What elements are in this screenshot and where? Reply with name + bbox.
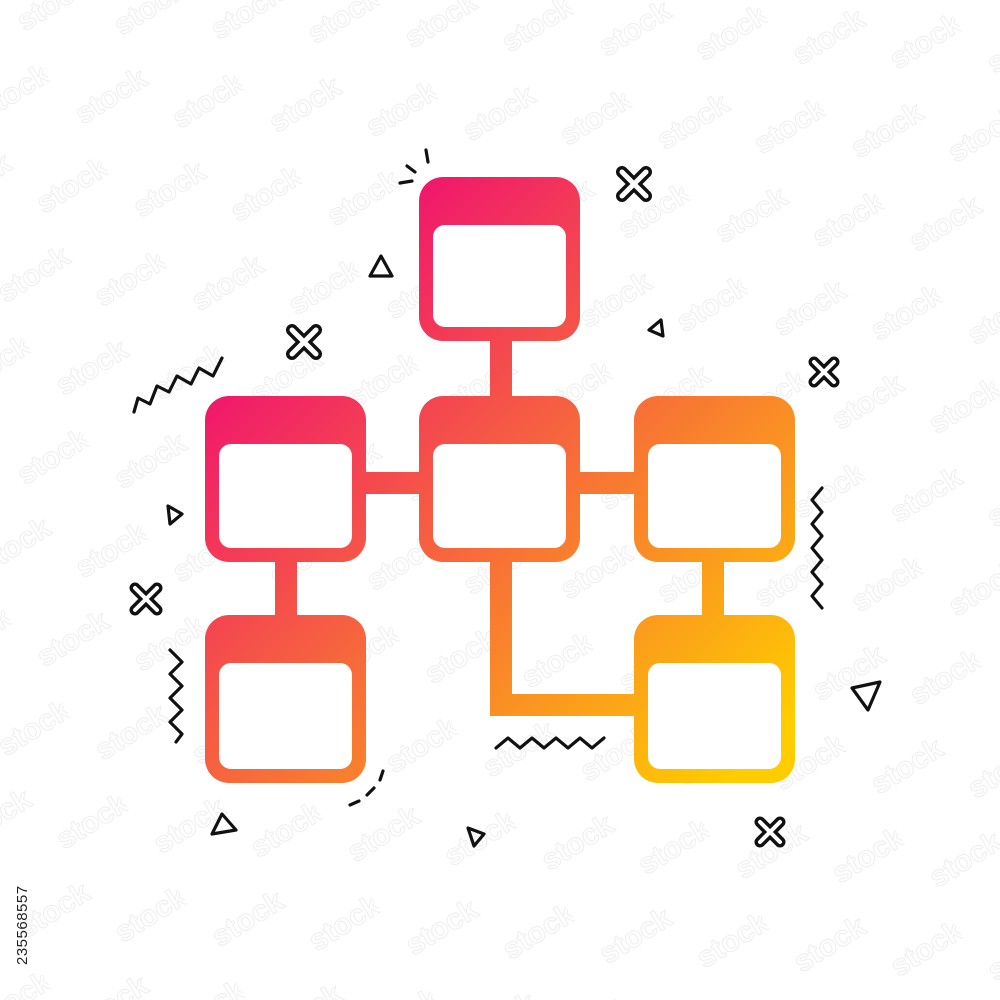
block-left	[205, 396, 366, 562]
sparkle-icon	[398, 148, 430, 185]
block-right	[634, 396, 795, 562]
block-bottom-left	[205, 615, 366, 783]
cross-icon	[754, 816, 786, 848]
connector-top-center	[490, 335, 512, 407]
block-top	[419, 177, 580, 341]
arc-dashes-icon	[348, 769, 385, 807]
block-bottom-right	[634, 615, 795, 783]
connector-left-center	[358, 472, 430, 494]
cross-icon	[129, 582, 163, 616]
watermark-id: 235568557	[14, 885, 31, 965]
triangle-icon	[368, 254, 394, 278]
triangle-icon	[166, 504, 184, 526]
triangle-icon	[466, 826, 486, 848]
flowchart-connectors	[275, 335, 724, 716]
squiggle-icon	[494, 736, 606, 750]
decorations	[129, 148, 882, 848]
squiggle-icon	[810, 486, 824, 610]
connector-center-down	[490, 555, 512, 715]
connector-right-bottom	[702, 555, 724, 627]
triangle-icon	[850, 680, 882, 712]
block-center	[419, 396, 580, 562]
cross-icon	[286, 324, 322, 360]
cross-icon	[616, 166, 652, 202]
connector-center-right	[572, 472, 644, 494]
connector-center-across	[490, 694, 640, 716]
squiggle-icon	[168, 648, 184, 744]
squiggle-icon	[132, 356, 224, 414]
triangle-icon	[210, 812, 238, 836]
flowchart-blocks-icon	[205, 177, 795, 783]
triangle-icon	[647, 318, 665, 338]
connector-left-bottom	[275, 555, 297, 627]
cross-icon	[808, 356, 840, 388]
